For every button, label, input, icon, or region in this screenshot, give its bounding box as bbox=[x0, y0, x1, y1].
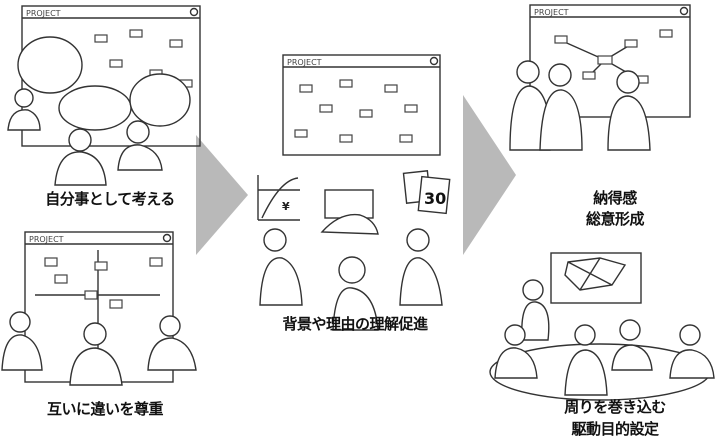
svg-text:30: 30 bbox=[424, 189, 446, 208]
step-label-line: 駆動目的設定 bbox=[571, 420, 659, 438]
step-label-line: 総意形成 bbox=[585, 210, 645, 228]
step-label-understand-background: 背景や理由の理解促進 bbox=[282, 315, 428, 333]
svg-text:PROJECT: PROJECT bbox=[26, 9, 61, 18]
step-label-line: 納得感 bbox=[593, 189, 637, 207]
step-label-involve-others: 周りを巻き込む 駆動目的設定 bbox=[545, 396, 685, 440]
step-label-own-it: 自分事として考える bbox=[45, 190, 175, 208]
arrow-right-icon bbox=[463, 95, 516, 255]
project-board-3: PROJECT bbox=[282, 54, 441, 156]
step-label-consensus: 納得感 総意形成 bbox=[555, 188, 675, 230]
step-label-line: 周りを巻き込む bbox=[564, 398, 666, 416]
svg-text:PROJECT: PROJECT bbox=[534, 8, 569, 17]
arrow-right-icon bbox=[196, 135, 248, 255]
presentation-board bbox=[550, 252, 642, 304]
step-label-respect-differences: 互いに違いを尊重 bbox=[46, 400, 164, 418]
screen-icon bbox=[324, 189, 374, 219]
svg-text:PROJECT: PROJECT bbox=[29, 235, 64, 244]
graph-icon: ¥ bbox=[257, 175, 300, 221]
svg-text:¥: ¥ bbox=[282, 200, 290, 213]
svg-text:PROJECT: PROJECT bbox=[287, 58, 322, 67]
calendar-icon: 30 bbox=[402, 170, 451, 215]
